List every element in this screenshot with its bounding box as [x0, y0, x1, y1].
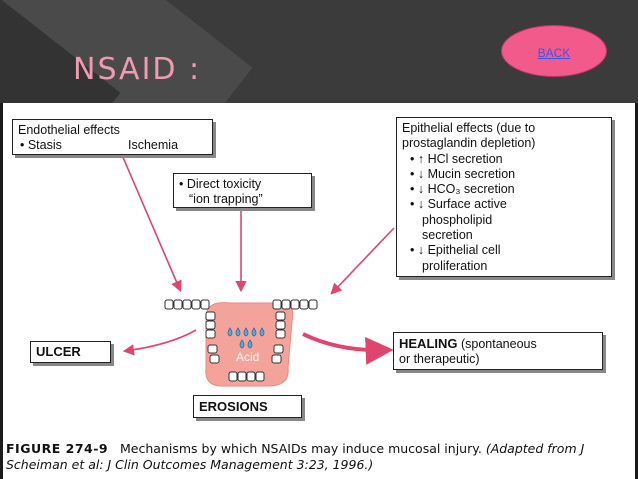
ulcer-label: ULCER: [36, 344, 81, 359]
endothelial-line: • Stasis Ischemia: [18, 138, 207, 153]
acid-droplets-icon: [227, 327, 265, 349]
epithelial-line: proliferation: [422, 258, 488, 273]
endothelial-title: Endothelial effects: [18, 123, 120, 137]
healing-line2: or therapeutic): [399, 352, 480, 366]
arrow-healing: [302, 332, 394, 365]
epithelial-line: • ↑ HCl secretion: [410, 151, 503, 166]
ischemia-text: Ischemia: [128, 138, 179, 152]
epithelial-line: • ↓ Mucin secretion: [410, 166, 516, 181]
toxicity-line1: • Direct toxicity: [179, 177, 262, 191]
ulcer-box: ULCER: [30, 341, 111, 363]
epithelial-effects-box: Epithelial effects (due to prostaglandin…: [396, 117, 612, 277]
arrow-ulcer: [122, 329, 197, 356]
back-button-label[interactable]: BACK: [537, 46, 571, 60]
arrow-epithelial: [330, 227, 395, 295]
toxicity-line2: “ion trapping”: [189, 192, 263, 206]
endothelial-effects-box: Endothelial effects • Stasis Ischemia: [12, 119, 213, 155]
stasis-text: • Stasis: [20, 138, 62, 152]
epithelial-line: prostaglandin depletion): [402, 136, 536, 151]
slide-title: NSAID :: [73, 52, 202, 87]
healing-label: HEALING: [399, 336, 458, 351]
direct-toxicity-box: • Direct toxicity “ion trapping”: [173, 173, 312, 208]
acid-label: Acid: [236, 350, 259, 364]
erosions-box: EROSIONS: [193, 395, 302, 418]
back-button[interactable]: BACK: [501, 25, 607, 77]
caption-label: FIGURE 274-9: [6, 441, 109, 456]
epithelial-line: • ↓ Surface active: [410, 197, 507, 212]
caption-text: Mechanisms by which NSAIDs may induce mu…: [120, 441, 482, 456]
slide-header: NSAID : BACK: [0, 0, 638, 103]
acid-tissue: Acid: [164, 299, 318, 387]
caption-source: (Adapted from J Scheiman et al: J Clin O…: [6, 441, 585, 472]
erosions-label: EROSIONS: [199, 399, 268, 414]
epithelial-line: • ↓ Epithelial cell: [410, 243, 501, 258]
epithelial-line: phospholipid: [422, 212, 493, 227]
epithelial-line: Epithelial effects (due to: [402, 121, 536, 135]
figure-caption: FIGURE 274-9 Mechanisms by which NSAIDs …: [6, 441, 632, 473]
healing-box: HEALING (spontaneous or therapeutic): [393, 332, 603, 370]
healing-text: (spontaneous: [457, 337, 537, 351]
arrow-endothelial: [121, 154, 182, 293]
epithelial-line: • ↓ HCO₃ secretion: [410, 182, 515, 197]
epithelial-line: secretion: [422, 228, 473, 243]
